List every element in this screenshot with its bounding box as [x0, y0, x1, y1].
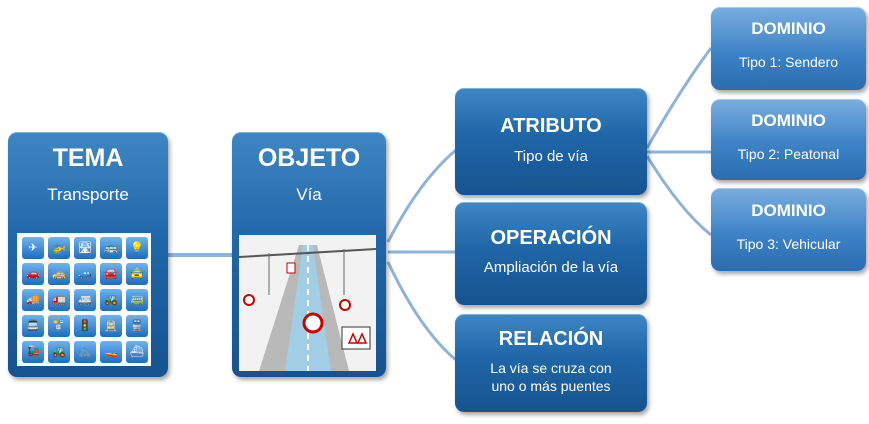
- atributo-box[interactable]: ATRIBUTO Tipo de vía: [455, 88, 647, 195]
- operacion-box[interactable]: OPERACIÓN Ampliación de la vía: [455, 202, 647, 305]
- transport-icon-tile: 🚆: [126, 315, 148, 337]
- transport-icon-tile: 🚦: [74, 315, 96, 337]
- transport-icon-tile: 🚖: [126, 263, 148, 285]
- dominio-title-1: DOMINIO: [751, 19, 826, 38]
- transport-icon-tile: 🚤: [100, 341, 122, 363]
- transport-icon-tile: 🚕: [48, 263, 70, 285]
- transport-icon-tile: 🚘: [100, 263, 122, 285]
- transport-icon-tile: 🚜: [100, 289, 122, 311]
- transport-icon-tile: 🚛: [48, 289, 70, 311]
- road-illustration: [239, 235, 376, 371]
- objeto-children-connector: [386, 148, 457, 362]
- transport-icon-tile: 🚍: [22, 315, 44, 337]
- relacion-title: RELACIÓN: [498, 328, 604, 350]
- transport-icon-tile: 🚂: [22, 341, 44, 363]
- operacion-title: OPERACIÓN: [490, 227, 612, 249]
- transport-icon-tile: 🚲: [74, 341, 96, 363]
- transport-icon-tile: 🚁: [48, 237, 70, 259]
- atributo-subtitle: Tipo de vía: [514, 148, 588, 165]
- tema-title: TEMA: [52, 144, 124, 172]
- transport-icon-tile: 🚐: [74, 289, 96, 311]
- objeto-title: OBJETO: [257, 144, 361, 172]
- transport-icons-grid: ✈🚁🛣🚌💡🚗🚕🚙🚘🚖🚚🚛🚐🚜🚎🚍🚏🚦🚊🚆🚂🚜🚲🚤⛴: [17, 233, 151, 366]
- transport-icon-tile: 🚗: [22, 263, 44, 285]
- dominio-box-1[interactable]: DOMINIO Tipo 1: Sendero: [711, 7, 866, 90]
- dominio-box-2[interactable]: DOMINIO Tipo 2: Peatonal: [711, 99, 866, 180]
- dominio-subtitle-1: Tipo 1: Sendero: [738, 54, 839, 70]
- transport-icon-tile: ⛴: [126, 341, 148, 363]
- transport-icon-tile: 🚊: [100, 315, 122, 337]
- objeto-subtitle: Vía: [296, 185, 322, 204]
- transport-icon-tile: ✈: [22, 237, 44, 259]
- transport-icon-tile: 🚙: [74, 263, 96, 285]
- relacion-line2: uno o más puentes: [491, 378, 611, 394]
- relacion-box[interactable]: RELACIÓN La vía se cruza con uno o más p…: [455, 314, 647, 412]
- dominio-title-2: DOMINIO: [751, 111, 826, 130]
- dominio-box-3[interactable]: DOMINIO Tipo 3: Vehicular: [711, 188, 866, 271]
- operacion-subtitle: Ampliación de la vía: [483, 259, 619, 276]
- transport-icon-tile: 🚚: [22, 289, 44, 311]
- transport-icon-tile: 🚜: [48, 341, 70, 363]
- atributo-dominio-connector: [645, 47, 713, 237]
- dominio-subtitle-2: Tipo 2: Peatonal: [737, 146, 840, 162]
- transport-icon-tile: 🚏: [48, 315, 70, 337]
- dominio-title-3: DOMINIO: [751, 201, 826, 220]
- transport-icon-tile: 💡: [126, 237, 148, 259]
- atributo-title: ATRIBUTO: [500, 115, 602, 137]
- transport-icon-tile: 🚌: [100, 237, 122, 259]
- relacion-line1: La vía se cruza con: [490, 360, 612, 376]
- transport-icon-tile: 🛣: [74, 237, 96, 259]
- tema-subtitle: Transporte: [47, 185, 129, 204]
- transport-icon-tile: 🚎: [126, 289, 148, 311]
- dominio-subtitle-3: Tipo 3: Vehicular: [736, 236, 841, 252]
